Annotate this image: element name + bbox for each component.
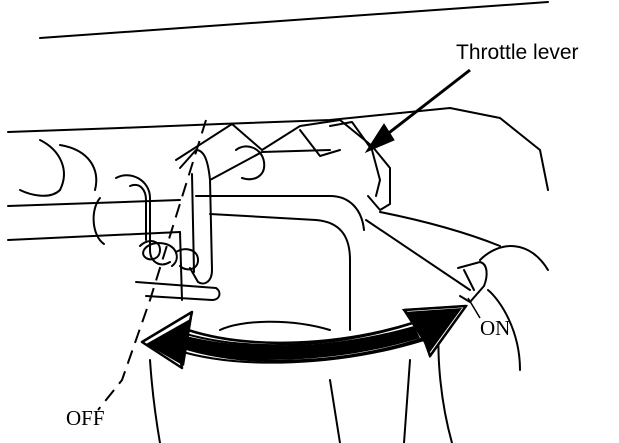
housing-top-edge [39,1,549,39]
housing-box-top [195,195,365,231]
right-casing [479,245,549,271]
off-position-dashed-line [97,119,207,411]
throttle-plate [179,149,213,285]
throttle-plate-inner [191,173,195,273]
linkage-clip [115,174,171,266]
spring-hook [135,281,221,301]
throttle-lever-knob [329,121,381,197]
off-label: OFF [66,406,105,430]
handle-grip-inner [463,269,475,291]
right-body-contour [379,211,501,247]
shaft-top [7,199,181,207]
on-label: ON [480,316,511,340]
left-engine-block [19,139,65,197]
throttle-lever-spine [209,149,331,181]
throttle-lever-body [175,119,391,211]
direction-double-arrow [140,304,469,370]
lower-body-center [329,379,341,443]
housing-box-inner-top [209,213,351,331]
spring-coil-2 [175,248,199,271]
lower-housing-curve [219,320,331,331]
shaft-bottom [7,231,181,241]
spring-coil [139,240,178,267]
left-engine-detail [59,144,98,191]
throttle-lever-label: Throttle lever [456,41,579,64]
right-casing-bottom-2 [403,359,411,443]
on-leader-line [467,297,481,319]
right-casing-lower [487,289,521,371]
shaft-end-left [92,197,105,245]
throttle-lever-cutout [235,145,266,181]
handle-grip [457,261,488,303]
guide-line-right [365,219,471,291]
upper-body-outline [7,107,549,191]
housing-box-left [179,231,183,301]
throttle-lever-edge [299,129,341,157]
lower-body-left [149,359,161,443]
throttle-lever-leader-arrow [364,68,471,154]
linkage-clip-inner [129,184,147,241]
